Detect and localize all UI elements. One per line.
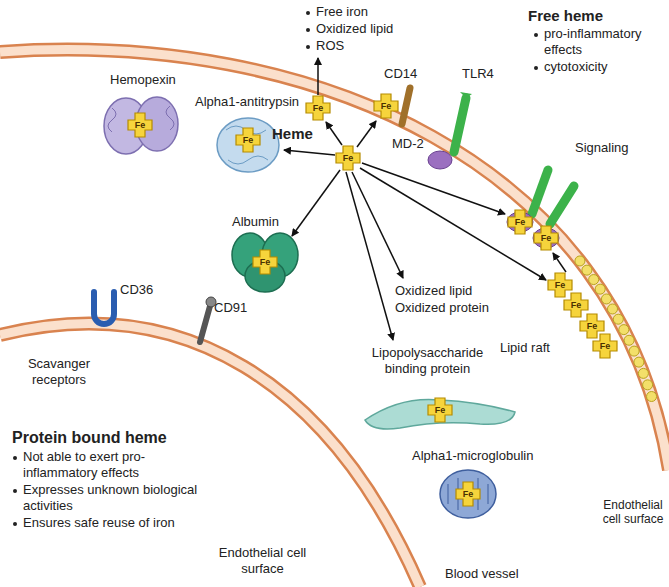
iron-symbol: Fe <box>555 280 566 290</box>
heme-icon <box>128 113 152 137</box>
iron-symbol: Fe <box>381 101 392 111</box>
raft-lipid <box>634 357 644 367</box>
raft-lipid <box>589 275 599 285</box>
structure-label: Blood vessel <box>445 566 519 582</box>
cd14-receptor <box>402 88 410 124</box>
raft-lipid <box>647 392 657 402</box>
section-heading: Free heme <box>528 6 603 25</box>
bullet-item: Ensures safe reuse of iron <box>12 515 213 531</box>
iron-symbol: Fe <box>515 217 526 227</box>
section-heading: Protein bound heme <box>12 428 167 448</box>
bullet-item: Oxidized lipid <box>305 21 393 37</box>
raft-lipid <box>619 325 629 335</box>
cd36-receptor <box>94 292 114 324</box>
receptor-label: CD91 <box>214 300 247 316</box>
bullet-item: Not able to exert pro-inflammatory effec… <box>12 449 213 481</box>
protein-label: Albumin <box>232 214 279 230</box>
raft-lipid <box>595 284 605 294</box>
protein-label: Lipopolysaccharide binding protein <box>355 345 500 377</box>
bullet-item: ROS <box>305 38 344 54</box>
protein-label: Alpha1-antitrypsin <box>195 94 299 110</box>
iron-symbol: Fe <box>463 489 474 499</box>
heme-icon <box>534 226 558 250</box>
heme-icon <box>456 482 480 506</box>
raft-lipid <box>613 314 623 324</box>
arrows <box>284 58 566 340</box>
heme-icon <box>593 334 617 358</box>
antitrypsin-protein <box>217 118 279 172</box>
structure-label: Endothelial cell surface <box>600 498 666 526</box>
bullet-item: pro-inflammatory effects <box>533 26 669 58</box>
product-label: Oxidized lipid <box>395 283 472 299</box>
raft-lipid <box>582 265 592 275</box>
heme-symbols <box>128 94 617 506</box>
albumin-protein <box>232 233 298 292</box>
receptor-label: CD36 <box>120 282 153 298</box>
iron-symbol: Fe <box>343 153 354 163</box>
heme-icon <box>236 128 260 152</box>
bullet-item: cytotoxicity <box>533 59 608 75</box>
heme-icon <box>548 273 572 297</box>
structure-label: Endothelial cell surface <box>215 545 310 577</box>
raft-lipid <box>601 294 611 304</box>
bullet-item: Free iron <box>305 4 368 20</box>
iron-symbol: Fe <box>571 300 582 310</box>
receptor-label: TLR4 <box>462 66 494 82</box>
bullet-item: Expresses unknown biological activities <box>12 482 213 514</box>
iron-symbol: Fe <box>541 233 552 243</box>
iron-symbol: Fe <box>435 405 446 415</box>
raft-lipid <box>575 256 585 266</box>
raft-lipid <box>629 346 639 356</box>
protein-label: Alpha1-microglobulin <box>412 448 533 464</box>
vessel-wall <box>0 50 669 587</box>
heme-icon <box>374 94 398 118</box>
structure-label: Lipid raft <box>500 340 550 356</box>
iron-symbol: Fe <box>243 135 254 145</box>
heme-icon <box>306 96 330 120</box>
receptor-label: CD14 <box>384 66 417 82</box>
tlr4-receptor <box>428 92 472 169</box>
product-label: Oxidized protein <box>395 300 489 316</box>
raft-lipid <box>638 368 648 378</box>
receptor-label: MD-2 <box>392 136 424 152</box>
iron-symbol: Fe <box>135 120 146 130</box>
lipid-raft <box>575 256 657 402</box>
iron-symbol: Fe <box>600 341 611 351</box>
cd91-receptor <box>200 297 216 342</box>
iron-symbol: Fe <box>260 257 271 267</box>
raft-lipid <box>607 304 617 314</box>
heme-icon <box>564 293 588 317</box>
process-label: Signaling <box>575 140 629 156</box>
heme-icon <box>336 146 360 170</box>
heme-label: Heme <box>272 124 313 143</box>
heme-icon <box>508 210 532 234</box>
raft-lipid <box>624 335 634 345</box>
raft-lipid <box>643 380 653 390</box>
protein-label: Hemopexin <box>110 72 176 88</box>
a1m-protein <box>440 470 496 518</box>
heme-icon <box>428 398 452 422</box>
iron-symbol: Fe <box>587 321 598 331</box>
hemopexin-protein <box>104 97 178 154</box>
heme-icon <box>253 250 277 274</box>
iron-symbol: Fe <box>313 103 324 113</box>
receptor-group-label: Scavanger receptors <box>14 356 104 388</box>
